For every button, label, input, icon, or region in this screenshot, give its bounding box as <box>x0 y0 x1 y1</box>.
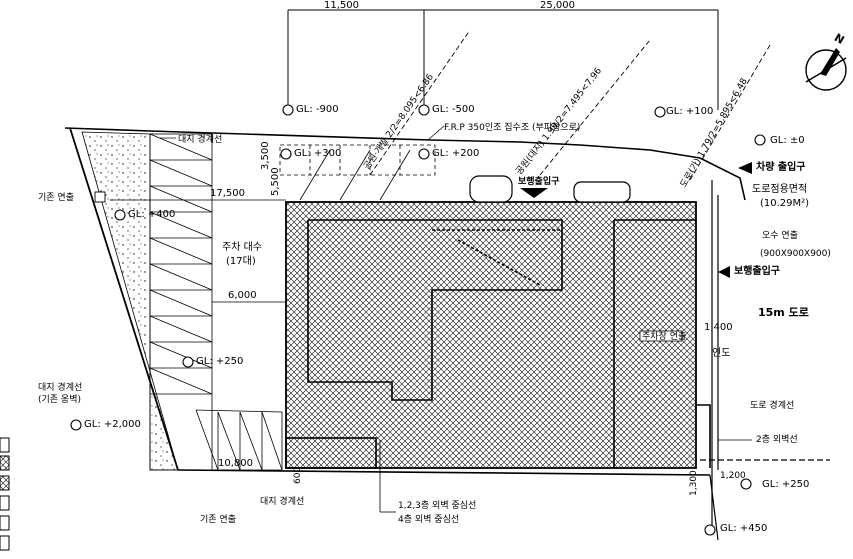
parking-slots-top <box>279 144 436 201</box>
dimension-parking-offset: 6,000 <box>228 290 257 301</box>
label-road-area-value: (10.29M²) <box>760 198 809 209</box>
label-site-boundary-left: 대지 경계선 <box>38 381 82 393</box>
legend-swatches <box>0 437 10 551</box>
dimension-vertical-a: 3,500 <box>260 141 271 170</box>
dimension-right-lower: 1,300 <box>689 470 699 496</box>
parking-slots-bottom <box>180 409 283 471</box>
dimension-left-width: 17,500 <box>210 188 245 199</box>
slope-lines <box>369 29 771 181</box>
label-wall-2f: 2층 외벽선 <box>756 433 798 445</box>
label-road-boundary: 도로 경계선 <box>750 399 794 411</box>
road-lines <box>700 180 830 541</box>
gl-label-7: GL: +400 <box>128 209 175 220</box>
slope-label-2: 공원(대지) 1.99/2=7.495<7.96 <box>514 65 605 177</box>
label-road-area: 도로점용면적 <box>752 183 807 195</box>
label-site-boundary-top: 대지 경계선 <box>178 133 222 145</box>
label-wall-123: 1,2,3층 외벽 중심선 <box>398 499 476 511</box>
entrance-arrow-icon <box>520 188 548 198</box>
label-frp-gutter: F.R.P 350인조 집수조 (부피형으로) <box>444 121 580 133</box>
dimension-bottom-small: 600 <box>293 467 303 484</box>
north-arrow-icon <box>805 48 847 91</box>
label-site-boundary-bottom: 대지 경계선 <box>260 495 304 507</box>
slope-label-3: 도로(가) 1.79/2=5.895<6.48 <box>678 76 750 189</box>
entrance-canopy-right <box>573 181 631 203</box>
pedestrian-arrow-icon <box>718 266 730 278</box>
gl-label-1: GL: -900 <box>296 104 339 115</box>
label-existing-fence-bottom: 기존 연출 <box>200 514 236 525</box>
label-parking-value: (17대) <box>226 255 256 267</box>
gl-label-5: GL: +300 <box>294 148 341 159</box>
building-tag-box <box>639 330 683 342</box>
label-sewer: 오수 연출 <box>762 230 798 241</box>
label-existing-fence-top: 기존 연출 <box>38 192 74 203</box>
label-road-width: 15m 도로 <box>758 306 809 319</box>
dimension-right-corner: 1,200 <box>720 471 746 481</box>
label-pedestrian-entrance: 보행출입구 <box>518 175 559 187</box>
building-tag: 주차장 연출 <box>642 330 686 342</box>
label-vehicle-entrance: 차량 출입구 <box>756 160 805 173</box>
gl-label-9: GL: +2,000 <box>84 419 141 430</box>
vehicle-arrow-icon <box>738 162 752 174</box>
dimension-top-left: 11,500 <box>324 0 359 11</box>
gl-label-8: GL: +250 <box>196 356 243 367</box>
dimension-vertical-b: 5,500 <box>270 167 281 196</box>
gl-label-3: GL: +100 <box>666 106 713 117</box>
gl-label-10: GL: +250 <box>762 479 809 490</box>
top-dimension-lines <box>287 9 719 110</box>
building-footprint <box>285 201 697 469</box>
north-label: N <box>832 31 846 47</box>
gl-label-4: GL: ±0 <box>770 135 805 146</box>
dimension-right-upper: 1,400 <box>704 322 733 333</box>
dimension-bottom: 10,800 <box>218 458 253 469</box>
label-sewer-size: (900X900X900) <box>760 249 831 259</box>
label-site-boundary-left2: (기존 옹벽) <box>38 394 81 405</box>
label-sidewalk: 인도 <box>712 347 730 359</box>
building-inner-outlines <box>285 219 711 469</box>
gl-label-2: GL: -500 <box>432 104 475 115</box>
gl-label-6: GL: +200 <box>432 148 479 159</box>
label-wall-4: 4층 외벽 중심선 <box>398 513 459 525</box>
dimension-top-right: 25,000 <box>540 0 575 11</box>
existing-fence-marker-icon <box>94 191 106 203</box>
gl-label-11: GL: +450 <box>720 523 767 534</box>
entrance-canopy-left <box>469 175 513 203</box>
label-pedestrian-entrance-2: 보행출입구 <box>734 264 780 277</box>
gl-marker-icons <box>70 104 766 536</box>
label-parking-count: 주차 대수 <box>222 241 262 253</box>
